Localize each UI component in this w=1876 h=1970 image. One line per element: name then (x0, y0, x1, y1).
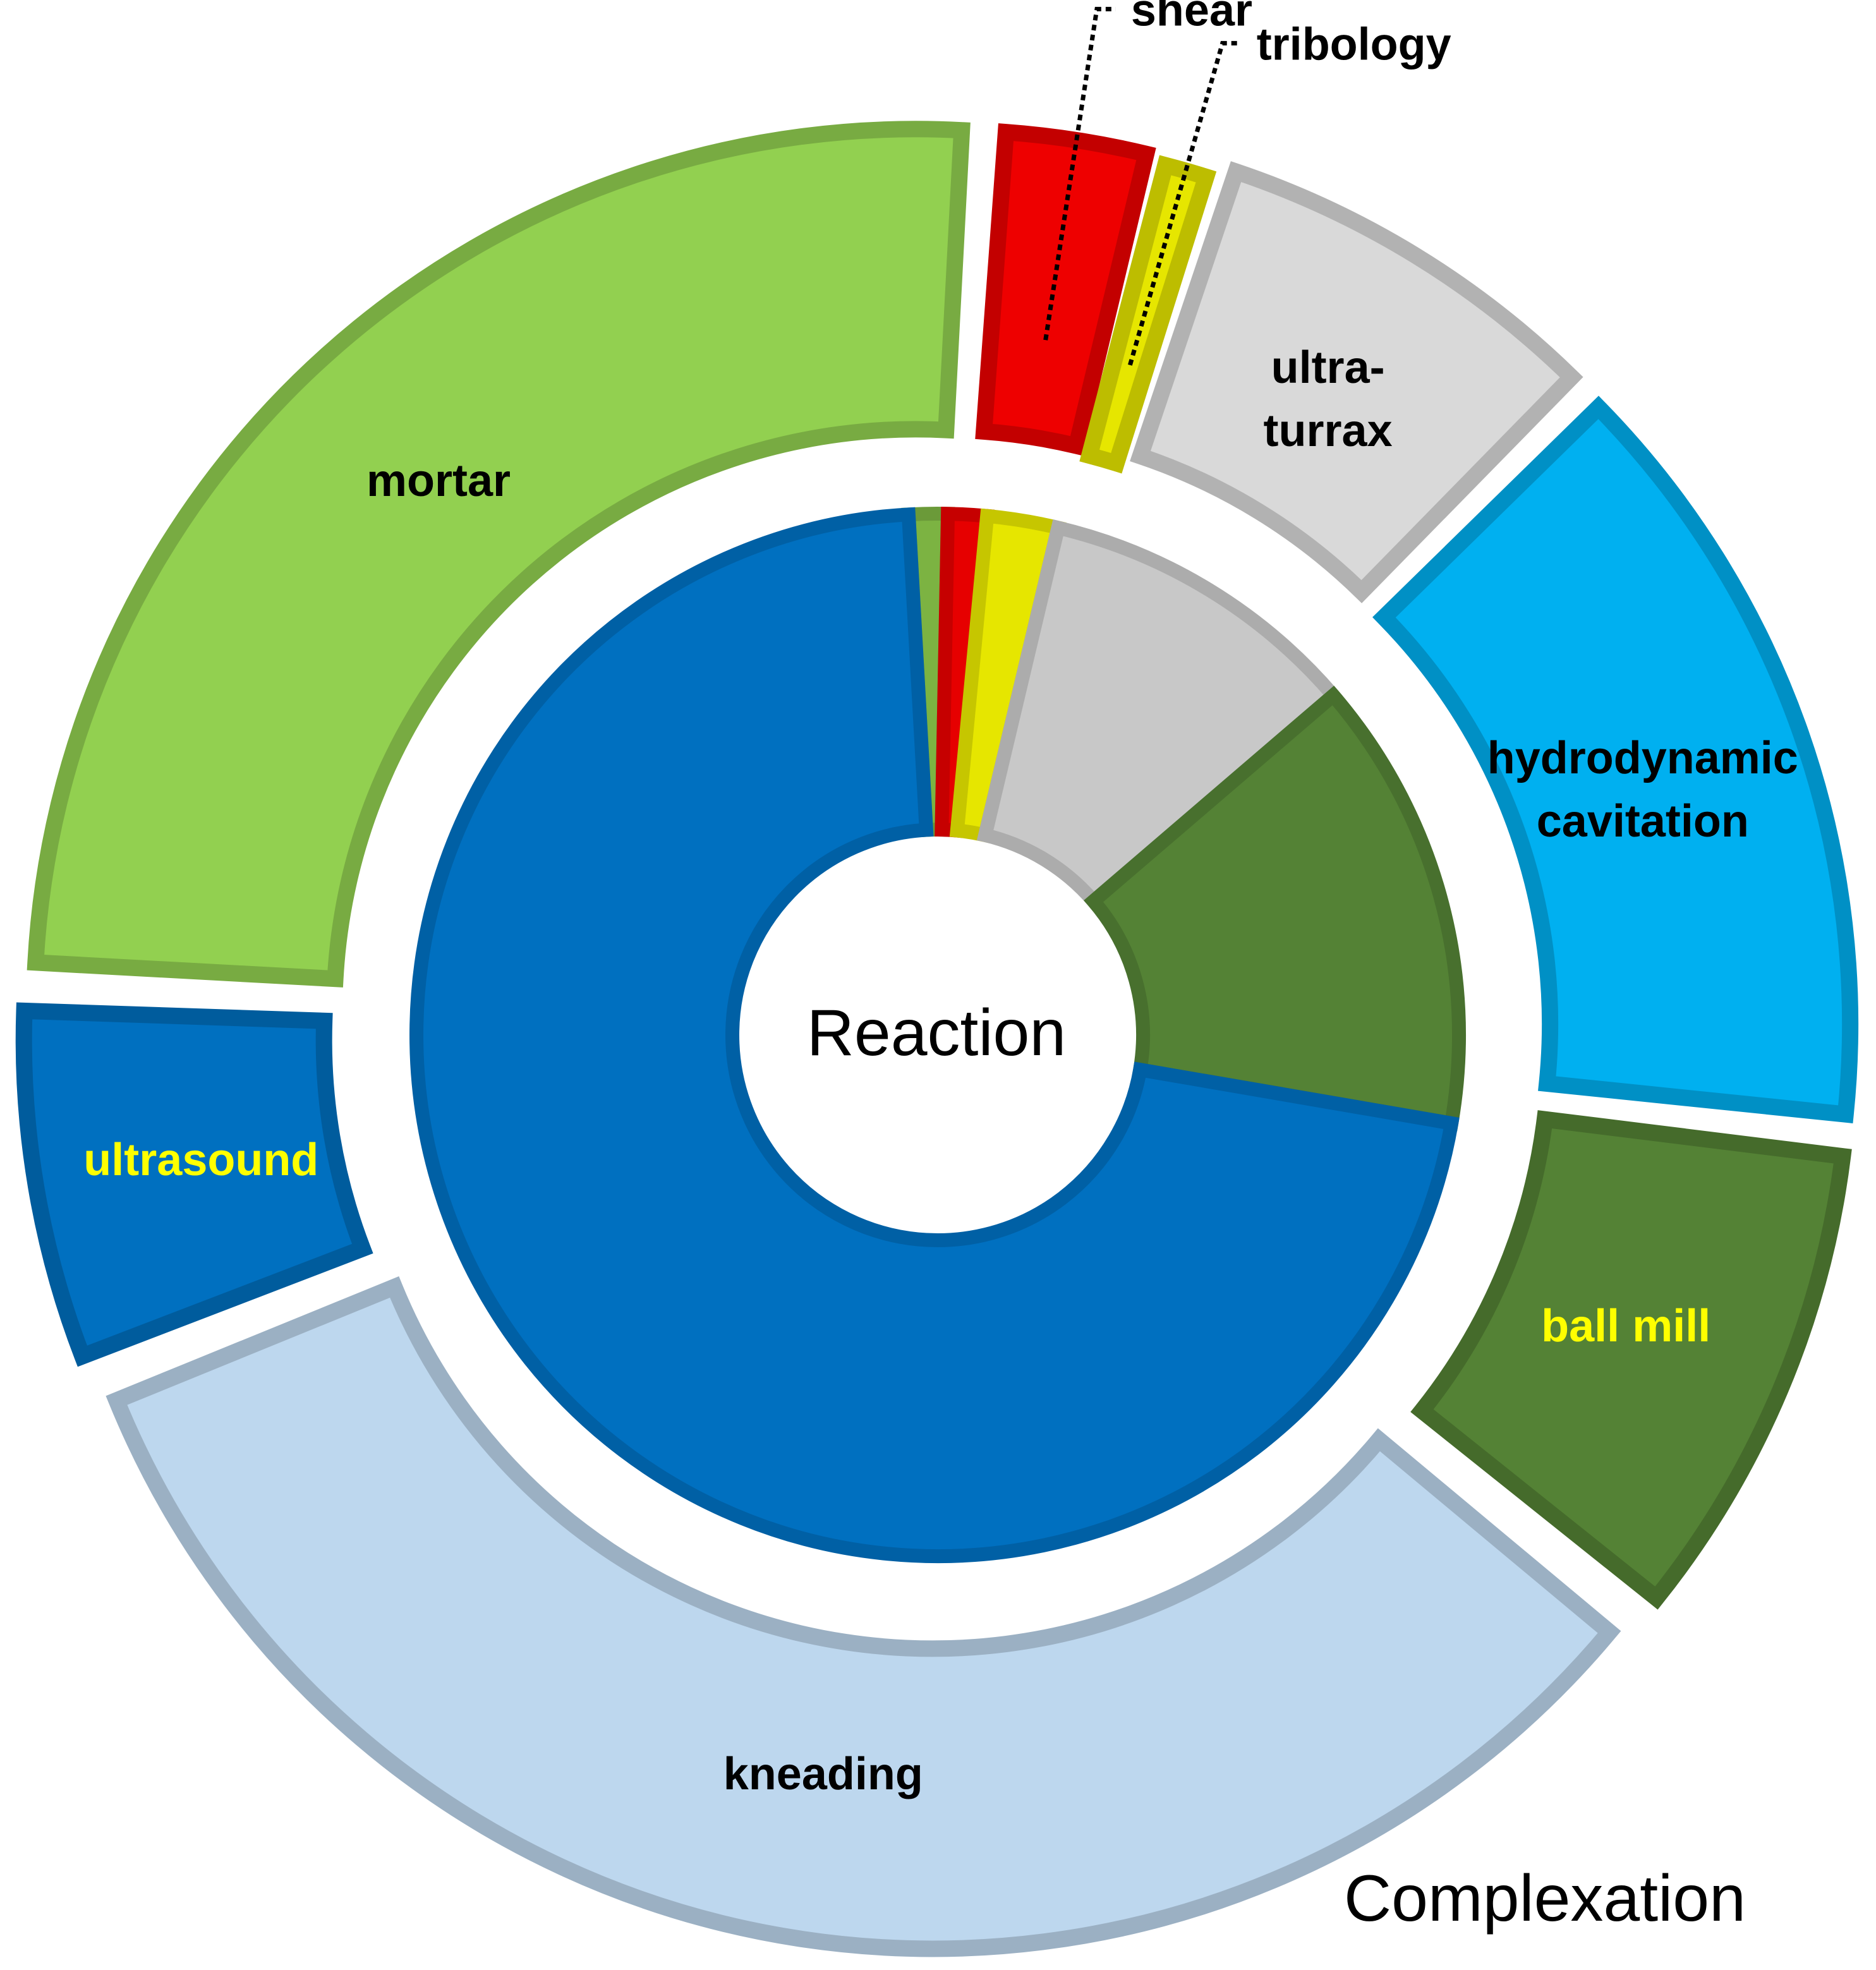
segment-label-ultrasound: ultrasound (83, 1135, 318, 1185)
complexation-slice-tribology (1079, 155, 1217, 474)
reaction-slice-4 (976, 519, 1343, 911)
complexation-slice-kneading (106, 1276, 1621, 1957)
complexation-slice-shape-hydrodynamic-cavitation (1372, 396, 1859, 1123)
complexation-slice-shape-ultrasound (15, 1002, 373, 1367)
segment-label-ball-mill: ball mill (1541, 1301, 1710, 1351)
complexation-ring (15, 121, 1859, 1957)
complexation-slice-shape-mortar (27, 121, 971, 988)
complexation-slice-shape-tribology (1079, 155, 1217, 474)
complexation-slice-shape-kneading (106, 1276, 1621, 1957)
complexation-slice-ultrasound (15, 1002, 373, 1367)
complexation-slice-shape-ultra-turrax (1130, 161, 1583, 603)
complexation-slice-hydrodynamic-cavitation (1372, 396, 1859, 1123)
ring-label-complexation: Complexation (1344, 1862, 1746, 1935)
segment-label-shear: shear (1131, 0, 1252, 35)
complexation-slice-shear (975, 123, 1156, 456)
complexation-slice-ball-mill (1410, 1110, 1852, 1610)
callout-line-shear (1043, 6, 1116, 341)
callout-line-tribology (1128, 40, 1242, 366)
complexation-slice-shape-shear (975, 123, 1156, 456)
reaction-slice-6 (409, 507, 1460, 1563)
segment-label-ultra-turrax: ultra-turrax (1264, 342, 1393, 456)
callout-lines (1043, 6, 1242, 366)
segment-label-mortar: mortar (366, 456, 511, 506)
complexation-slice-ultra-turrax (1130, 161, 1583, 603)
reaction-slice-5 (1084, 686, 1467, 1132)
ring-label-reaction: Reaction (807, 996, 1066, 1070)
reaction-ring (409, 506, 1467, 1563)
complexation-slice-mortar (27, 121, 971, 988)
segment-label-kneading: kneading (723, 1749, 923, 1799)
complexation-slice-shape-ball-mill (1410, 1110, 1852, 1610)
segment-label-tribology: tribology (1257, 19, 1451, 69)
